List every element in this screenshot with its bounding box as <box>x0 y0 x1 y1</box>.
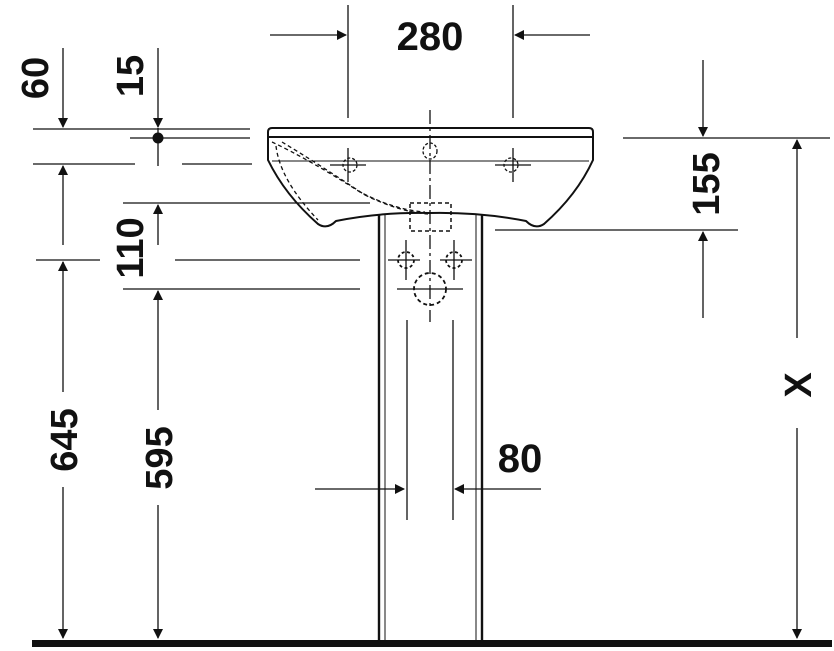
floor-line <box>32 640 832 647</box>
waste-connection <box>397 272 463 306</box>
dim-label-595: 595 <box>139 426 181 489</box>
dim-label-60: 60 <box>15 57 57 99</box>
dimension-x: X <box>778 139 820 639</box>
dim-label-110: 110 <box>110 217 152 278</box>
dimension-60: 60 <box>15 48 252 245</box>
dim-label-645: 645 <box>44 408 86 471</box>
dimension-15: 15 <box>110 48 250 166</box>
supply-right <box>440 240 472 280</box>
dimension-110: 110 <box>36 202 370 290</box>
dimension-595: 595 <box>139 290 181 639</box>
pedestal <box>377 214 484 642</box>
dim-label-280: 280 <box>397 15 464 59</box>
dimension-80: 80 <box>315 437 543 494</box>
dimension-155: 155 <box>495 60 830 318</box>
tap-hole-marker <box>152 132 164 144</box>
tap-hole-left <box>330 148 366 182</box>
basin <box>267 110 594 322</box>
dim-label-x: X <box>778 372 820 398</box>
dimension-280: 280 <box>270 5 590 118</box>
supply-left <box>388 240 420 280</box>
tap-hole-right <box>495 148 531 182</box>
dimension-645: 645 <box>44 261 86 639</box>
dim-label-80: 80 <box>498 437 543 481</box>
dim-label-155: 155 <box>686 152 728 215</box>
dim-label-15: 15 <box>110 55 152 97</box>
